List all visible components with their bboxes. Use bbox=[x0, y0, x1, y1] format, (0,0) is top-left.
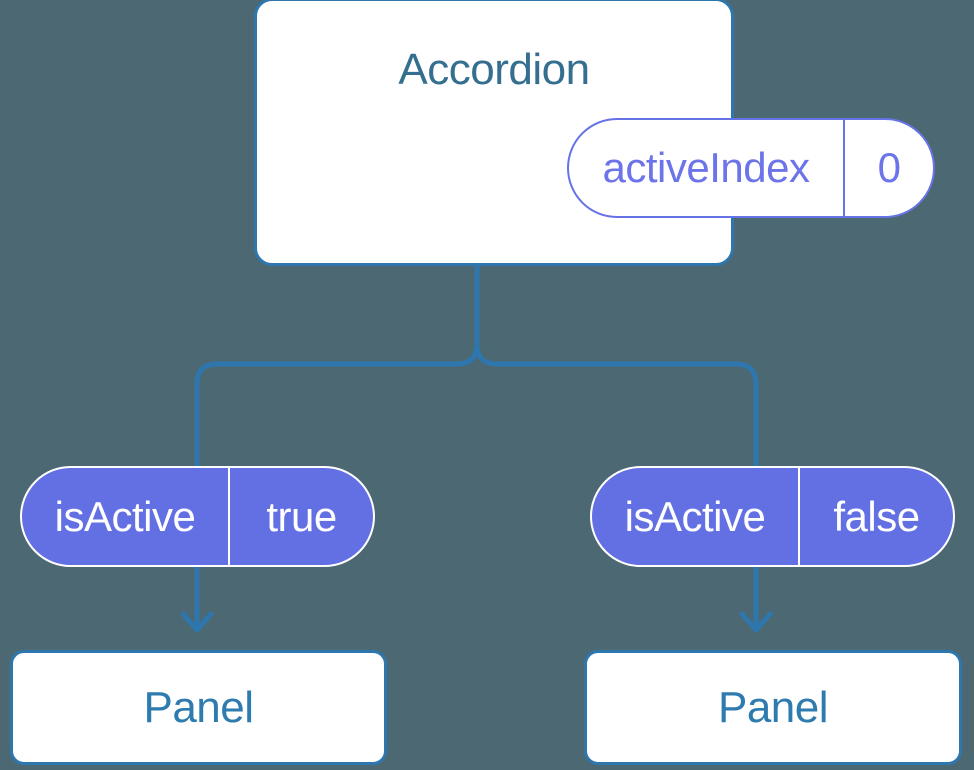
pill-divider bbox=[843, 120, 845, 216]
connector-right-branch bbox=[474, 341, 759, 630]
prop-pill-value: true bbox=[266, 492, 337, 540]
pill-divider bbox=[798, 468, 800, 565]
panel-title: Panel bbox=[143, 682, 254, 732]
state-pill-value: 0 bbox=[877, 144, 901, 191]
state-pill-label: activeIndex bbox=[602, 144, 810, 191]
accordion-title: Accordion bbox=[398, 45, 590, 94]
arrow-down-icon bbox=[180, 611, 214, 633]
prop-pill-label: isActive bbox=[54, 492, 196, 540]
prop-pill-value: false bbox=[833, 492, 920, 540]
state-pill: activeIndex 0 bbox=[567, 118, 935, 218]
prop-pill-label: isActive bbox=[624, 492, 766, 540]
pill-divider bbox=[228, 468, 230, 565]
arrow-down-icon bbox=[739, 611, 773, 633]
prop-pill: isActive false bbox=[590, 466, 955, 567]
panel-card: Panel bbox=[584, 650, 962, 765]
prop-pill: isActive true bbox=[20, 466, 375, 567]
accordion-card: Accordion activeIndex 0 bbox=[254, 0, 935, 266]
panel-title: Panel bbox=[717, 682, 829, 732]
connector-left-branch bbox=[194, 260, 480, 630]
panel-card: Panel bbox=[10, 650, 387, 765]
